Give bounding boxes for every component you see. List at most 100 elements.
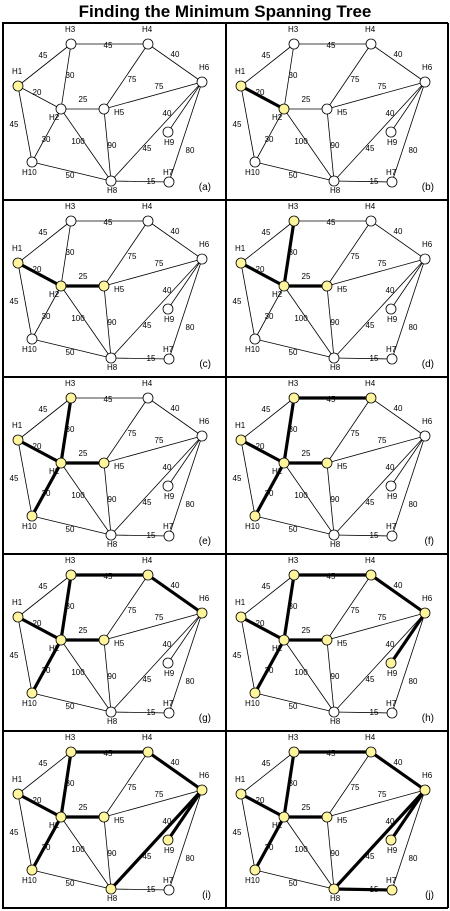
edge-weight: 45: [327, 218, 336, 227]
edge-h1-h10: [17, 262, 33, 340]
edge-weight: 45: [366, 852, 375, 861]
edge-h5-h6: [103, 81, 203, 110]
node-h7: [386, 530, 398, 542]
edge-h6-h8: [110, 612, 203, 713]
edge-weight: 45: [262, 582, 271, 591]
edge-weight: 50: [289, 879, 298, 888]
edge-h10-h8: [254, 515, 335, 536]
edge-h5-h6: [103, 789, 203, 818]
node-h5-selected: [98, 811, 110, 823]
edge-weight: 75: [351, 252, 360, 261]
edge-weight: 80: [186, 500, 195, 509]
node-h10-selected: [26, 687, 38, 699]
edge-h5-h6: [326, 258, 426, 287]
edge-weight: 80: [186, 677, 195, 686]
edge-weight: 90: [331, 849, 340, 858]
edge-weight: 15: [370, 177, 379, 186]
edge-weight: 25: [79, 272, 88, 281]
node-label: H3: [288, 379, 299, 388]
edge-h2-h10-tree: [30, 816, 63, 871]
node-label: H6: [422, 771, 433, 780]
edge-weight: 80: [409, 146, 418, 155]
node-h5: [321, 103, 333, 115]
node-h3-selected: [288, 569, 300, 581]
edge-weight: 30: [42, 489, 51, 498]
node-h10-selected: [249, 687, 261, 699]
edge-h6-h8: [333, 81, 426, 182]
node-label: H2: [49, 113, 60, 122]
node-h3-selected: [288, 746, 300, 758]
node-h10-selected: [26, 510, 38, 522]
node-label: H2: [272, 644, 283, 653]
node-h9: [385, 126, 397, 138]
node-h7-selected: [386, 884, 398, 896]
node-label: H10: [245, 876, 260, 885]
edge-weight: 45: [104, 395, 113, 404]
edge-h1-h10: [240, 439, 256, 517]
node-h9-selected: [385, 657, 397, 669]
node-label: H1: [12, 598, 23, 607]
edge-h2-h3-tree: [282, 220, 296, 287]
edge-h1-h2-tree: [17, 792, 62, 819]
node-h2-selected: [278, 280, 290, 292]
edge-weight: 30: [66, 71, 75, 80]
node-h5-selected: [321, 634, 333, 646]
edge-h2-h8: [60, 285, 112, 359]
edge-h4-h5: [326, 751, 372, 818]
edge-weight: 40: [394, 404, 403, 413]
node-label: H7: [386, 168, 397, 177]
edge-weight: 25: [79, 449, 88, 458]
node-h2-selected: [55, 811, 67, 823]
node-h3: [65, 38, 77, 50]
edge-h2-h3: [60, 220, 72, 287]
node-label: H1: [235, 67, 246, 76]
edge-h6-h7: [168, 435, 203, 537]
edge-weight: 45: [10, 474, 19, 483]
node-label: H7: [386, 345, 397, 354]
edge-h4-h6: [370, 397, 426, 437]
edge-weight: 40: [386, 817, 395, 826]
edge-h1-h3: [240, 751, 295, 795]
edge-weight: 50: [66, 171, 75, 180]
node-label: H6: [422, 63, 433, 72]
edge-weight: 75: [155, 259, 164, 268]
edge-h4-h6: [370, 220, 426, 260]
node-label: H7: [163, 699, 174, 708]
node-h5-selected: [98, 280, 110, 292]
edge-weight: 25: [79, 626, 88, 635]
node-label: H8: [107, 717, 118, 726]
node-h8: [328, 706, 340, 718]
edge-h8-h7-tree: [333, 887, 393, 892]
node-label: H9: [164, 492, 175, 501]
node-label: H7: [163, 168, 174, 177]
node-h2-selected: [278, 457, 290, 469]
edge-weight: 45: [262, 51, 271, 60]
node-h2: [55, 103, 67, 115]
edge-weight: 45: [233, 828, 242, 837]
edge-weight: 30: [66, 779, 75, 788]
edge-weight: 30: [265, 135, 274, 144]
node-h1-selected: [12, 788, 24, 800]
edge-h6-h9: [167, 81, 203, 133]
edge-weight: 75: [128, 75, 137, 84]
node-h7: [386, 707, 398, 719]
edge-h4-h6-tree: [147, 573, 203, 615]
node-h8: [105, 175, 117, 187]
node-label: H8: [330, 540, 341, 549]
edge-h5-h8: [103, 639, 112, 713]
node-h7: [163, 176, 175, 188]
edge-h1-h2-tree: [17, 438, 62, 465]
edge-h1-h3: [17, 574, 72, 618]
node-label: H5: [114, 108, 125, 117]
edge-weight: 45: [104, 572, 113, 581]
edge-weight: 20: [33, 442, 42, 451]
node-h5-selected: [98, 457, 110, 469]
node-label: H1: [12, 775, 23, 784]
node-h4-selected: [142, 569, 154, 581]
node-h5-selected: [321, 457, 333, 469]
edge-h4-h5: [103, 397, 149, 464]
edge-h8-h7: [110, 357, 170, 360]
